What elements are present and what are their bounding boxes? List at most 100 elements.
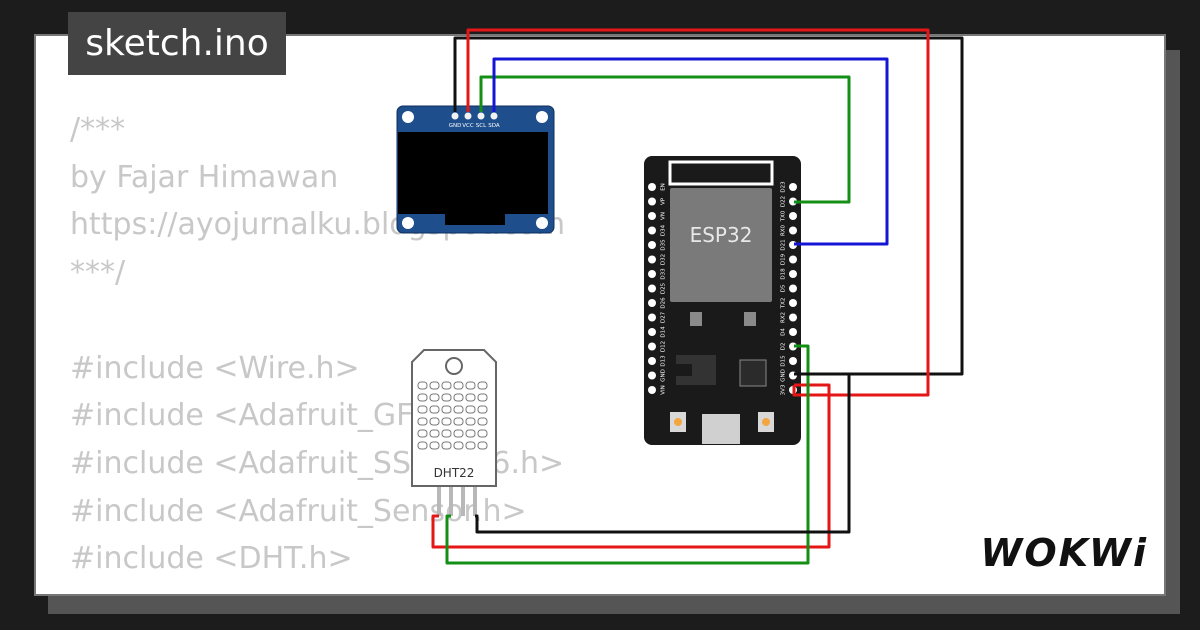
dht-vent-slot [417,393,428,402]
esp32-pin-label: D33 [661,268,667,280]
dht22-sensor[interactable]: DHT22 [411,349,497,516]
esp32-pin[interactable] [648,371,656,380]
esp32-pin-label: D34 [661,224,667,236]
oled-pin-label: SDA [488,123,500,129]
esp32-pin-label: 3V3 [781,384,787,395]
esp32-pin-label: D32 [661,254,667,265]
wire-oled-vcc[interactable] [466,28,930,397]
dht-vent-slot [453,381,464,390]
esp32-pin[interactable] [648,386,656,394]
esp32-pin[interactable] [789,284,797,293]
usb-port [702,414,740,444]
diagram-card: /*** by Fajar Himawan https://ayojurnalk… [34,34,1166,596]
dht22-label: DHT22 [434,466,475,480]
esp32-pin-label: D19 [781,253,787,265]
esp32-pin-label: D22 [781,196,787,207]
esp32-pin[interactable] [648,342,656,351]
wire-dht-data[interactable] [445,344,810,565]
dht-vent-slot [429,393,440,402]
esp32-pin-label: RX0 [781,224,787,236]
esp32-pin-label: EN [661,183,667,191]
esp32-pin[interactable] [789,328,797,336]
esp32-pin[interactable] [789,255,797,264]
oled-pin-label: GND [449,123,462,129]
esp32-pin-label: RX2 [781,312,787,323]
esp32-pin-label: D23 [781,181,787,193]
esp32-pin-label: TX2 [781,298,787,310]
esp32-pin-label: VP [661,197,667,205]
dht-vent-slot [477,405,488,414]
esp32-pin[interactable] [789,183,797,191]
esp32-pin[interactable] [648,328,656,336]
oled-screen [398,132,548,214]
dht-vent-slot [441,429,452,438]
esp32-pin-label: D13 [661,355,667,367]
dht-vent-slot [417,381,428,390]
dht-vent-slot [429,381,440,390]
dht-vent-slot [465,417,476,426]
wire-oled-scl[interactable] [479,75,851,204]
dht-vent-slot [453,405,464,414]
esp32-pin-label: D27 [661,311,667,323]
esp32-pin[interactable] [648,226,656,235]
esp32-pin-label: VIN [661,385,667,395]
dht-vent-slot [429,441,440,450]
dht-vent-slot [417,417,428,426]
dht-vent-slot [453,429,464,438]
dht-vent-slot [465,381,476,390]
esp32-pin[interactable] [789,299,797,307]
esp32-pin[interactable] [648,313,656,322]
esp32-pin[interactable] [789,313,797,322]
dht-vent-slot [465,405,476,414]
esp32-pin[interactable] [648,357,656,365]
dht-vent-slot [453,417,464,426]
dht-vent-slot [417,441,428,450]
esp32-label: ESP32 [690,223,753,247]
esp32-pin[interactable] [789,270,797,278]
antenna-trace [668,160,774,186]
esp32-pin[interactable] [648,197,656,206]
esp32-pin-label: GND [781,369,787,382]
dht-vent-slot [465,393,476,402]
oled-display[interactable]: GND VCC SCL SDA [396,105,555,234]
esp32-pin-label: D2 [781,343,787,351]
dht-vent-slot [453,393,464,402]
esp32-pin-label: D15 [781,355,787,367]
oled-pin-label: VCC [462,123,474,129]
esp32-pin[interactable] [789,226,797,235]
dht-vent-slot [441,441,452,450]
dht-vent-slot [441,381,452,390]
esp32-pin[interactable] [789,357,797,365]
wire-oled-gnd[interactable] [453,36,964,376]
dht-vent-slot [477,393,488,402]
esp32-pin-label: D35 [661,239,667,251]
esp32-pin[interactable] [648,183,656,191]
wokwi-logo: WOKWi [980,531,1148,575]
esp32-pin[interactable] [648,299,656,307]
file-name-tab[interactable]: sketch.ino [68,12,286,75]
esp32-pin[interactable] [648,270,656,278]
esp32-pin[interactable] [648,255,656,264]
wire-oled-sda[interactable] [492,57,889,246]
esp32-pin-label: D21 [781,239,787,250]
dht-vent-slot [441,417,452,426]
dht-vent-slot [417,405,428,414]
dht-vent-slot [477,441,488,450]
dht-vent-slot [465,429,476,438]
dht-vent-slot [429,417,440,426]
dht-vent-slot [429,405,440,414]
esp32-pin-label: D18 [781,268,787,280]
svg-text:WOKWi: WOKWi [980,531,1148,575]
wire-dht-gnd[interactable] [475,372,851,534]
dht-vent-slot [417,429,428,438]
wire-dht-vcc[interactable] [431,383,831,549]
esp32-pin[interactable] [648,241,656,249]
dht-vent-slot [453,441,464,450]
esp32-pin[interactable] [789,212,797,220]
esp32-pin[interactable] [648,284,656,293]
dht-vent-slot [477,381,488,390]
esp32-board[interactable]: ESP32 ENVPVND34D35D32D33D25D26D27D14D12D… [644,156,801,445]
esp32-pin-label: VN [661,212,667,220]
esp32-pin-label: TX0 [781,210,787,222]
esp32-pin[interactable] [648,212,656,220]
